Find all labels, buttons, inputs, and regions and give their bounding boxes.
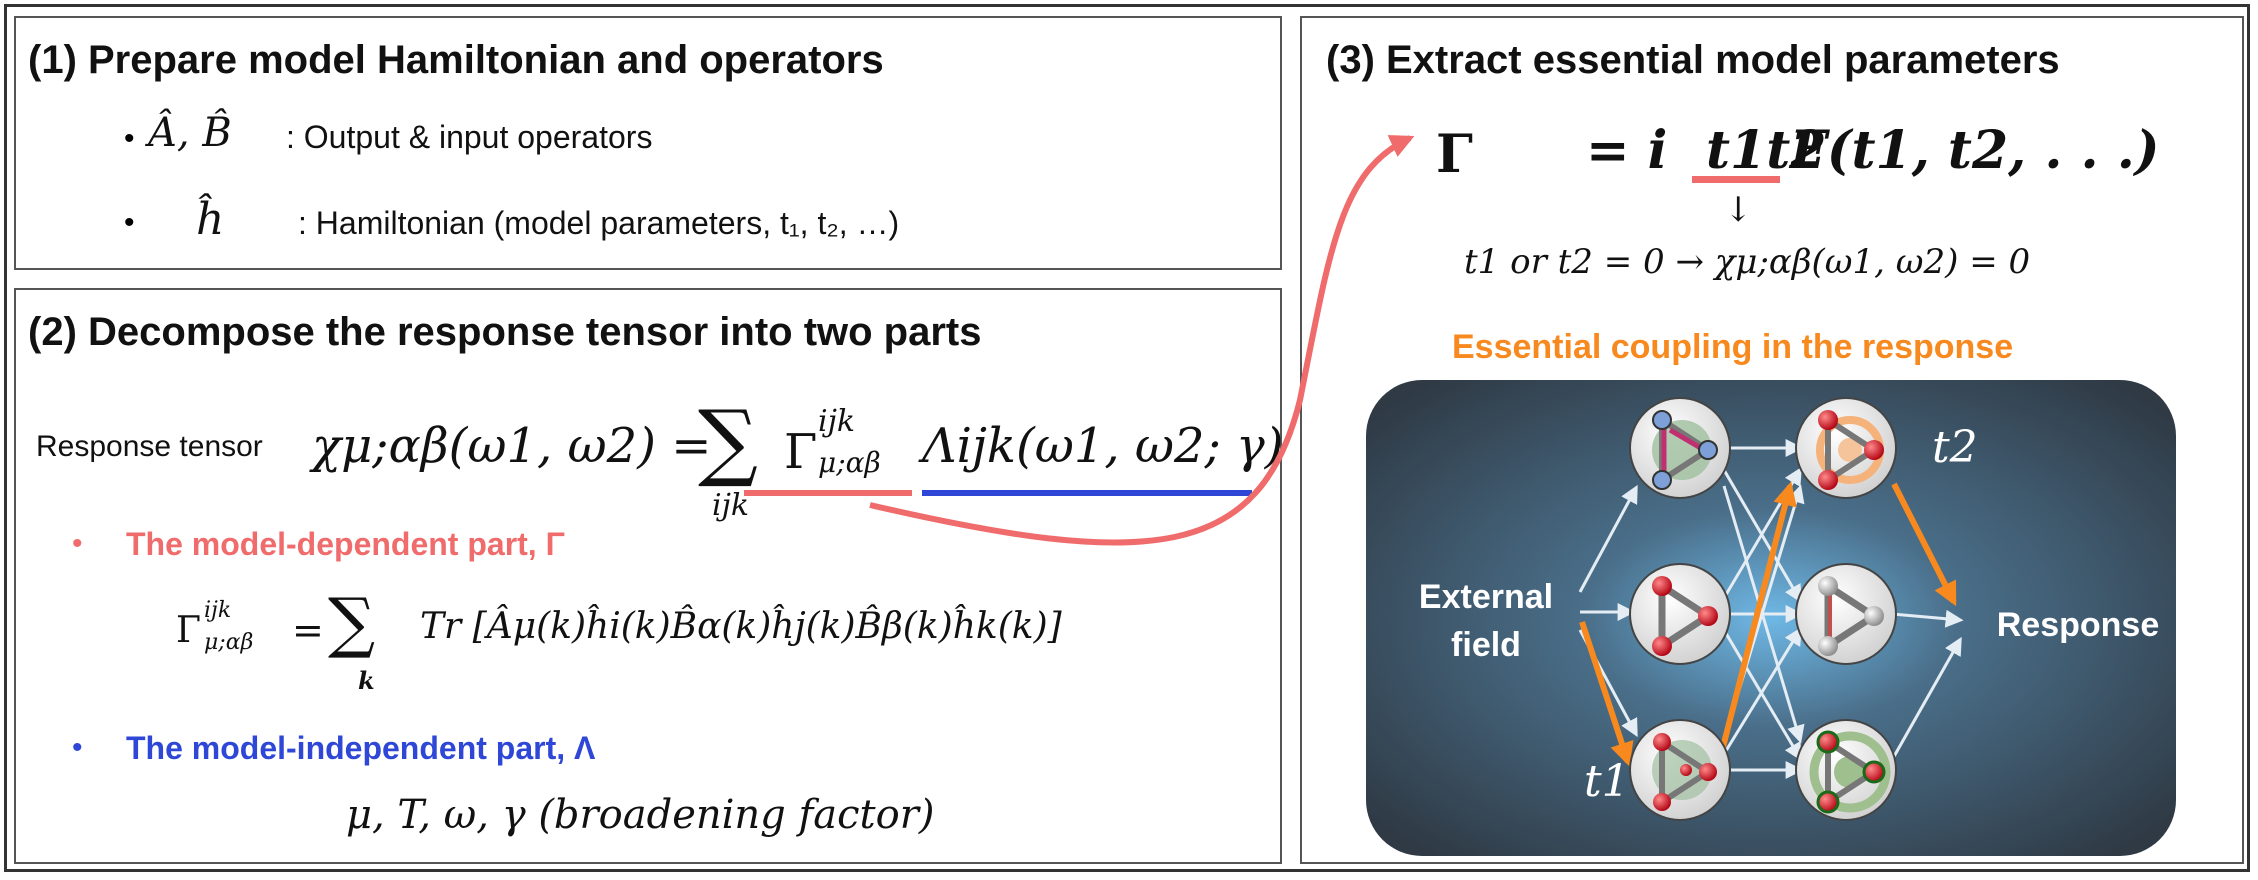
gamma-term: Γ [784, 424, 818, 480]
node-column-1 [1629, 397, 1731, 821]
operators-description: : Output & input operators [286, 119, 653, 155]
lambda-term: Λijk(ω1, ω2; γ) [922, 418, 1284, 474]
gamma-def-trace: Tr [Âμ(k)ĥi(k)B̂α(k)ĥj(k)B̂β(k)ĥk(k)] [420, 606, 1062, 647]
gamma-def-sum-symbol: ∑ [328, 584, 376, 661]
gamma-superscript: ijk [818, 404, 856, 439]
external-field-label-line1: External [1419, 578, 1553, 616]
external-field-label-line2: field [1451, 626, 1521, 664]
model-independent-label: The model-independent part, Λ [126, 730, 596, 766]
gamma-underline [744, 490, 912, 496]
gamma-def-lhs: Γ [176, 610, 201, 651]
sum-index: ijk [712, 488, 750, 523]
sum-symbol: ∑ [698, 392, 758, 490]
formula-equals-i: = i [1586, 120, 1668, 181]
model-dependent-label: The model-dependent part, Γ [126, 526, 565, 562]
formula-gamma: Γ [1436, 124, 1473, 185]
panel-decompose-tensor [14, 288, 1282, 864]
network-edges [1578, 439, 1964, 779]
gamma-subscript: μ;αβ [818, 446, 881, 479]
essential-path [1579, 481, 1957, 783]
panel1-heading: (1) Prepare model Hamiltonian and operat… [28, 38, 884, 82]
node-column-2 [1795, 397, 1897, 821]
gamma-def-sum-index: k [358, 666, 375, 695]
lambda-underline [922, 490, 1252, 496]
down-arrow: ↓ [1724, 190, 1753, 230]
gamma-def-subscript: μ;αβ [204, 630, 254, 655]
hamiltonian-description: : Hamiltonian (model parameters, t₁, t₂,… [298, 205, 900, 241]
panel2-heading: (2) Decompose the response tensor into t… [28, 310, 982, 354]
gamma-def-superscript: ijk [204, 598, 232, 623]
bullet-dot-red: • [72, 527, 83, 560]
essential-coupling-label: Essential coupling in the response [1452, 328, 2014, 366]
response-tensor-lhs: χμ;αβ(ω1, ω2) = [312, 418, 712, 474]
bullet-dot: • [124, 122, 135, 155]
panel-prepare-model [14, 16, 1282, 270]
panel3-heading: (3) Extract essential model parameters [1326, 38, 2060, 82]
lambda-parameters: μ, T, ω, γ (broadening factor) [346, 792, 935, 838]
gamma-def-equals: = [292, 608, 324, 652]
response-label: Response [1997, 606, 2160, 644]
bullet-dot-blue: • [72, 731, 83, 764]
formula-t1t2: t1t2 [1706, 120, 1827, 181]
t2-label: t2 [1932, 422, 1978, 473]
network-panel [1366, 380, 2176, 856]
t1-label: t1 [1584, 756, 1630, 807]
formula-function-f: F(t1, t2, . . .) [1790, 120, 2160, 181]
t1t2-underline [1692, 176, 1780, 183]
link-arrow [869, 135, 1415, 546]
hamiltonian-symbol: ĥ [196, 194, 225, 245]
bullet-dot: • [124, 206, 135, 239]
vanishing-condition: t1 or t2 = 0 → χμ;αβ(ω1, ω2) = 0 [1464, 242, 2031, 282]
operators-symbols: Â, B̂ [148, 110, 232, 156]
response-tensor-label: Response tensor [36, 430, 263, 463]
